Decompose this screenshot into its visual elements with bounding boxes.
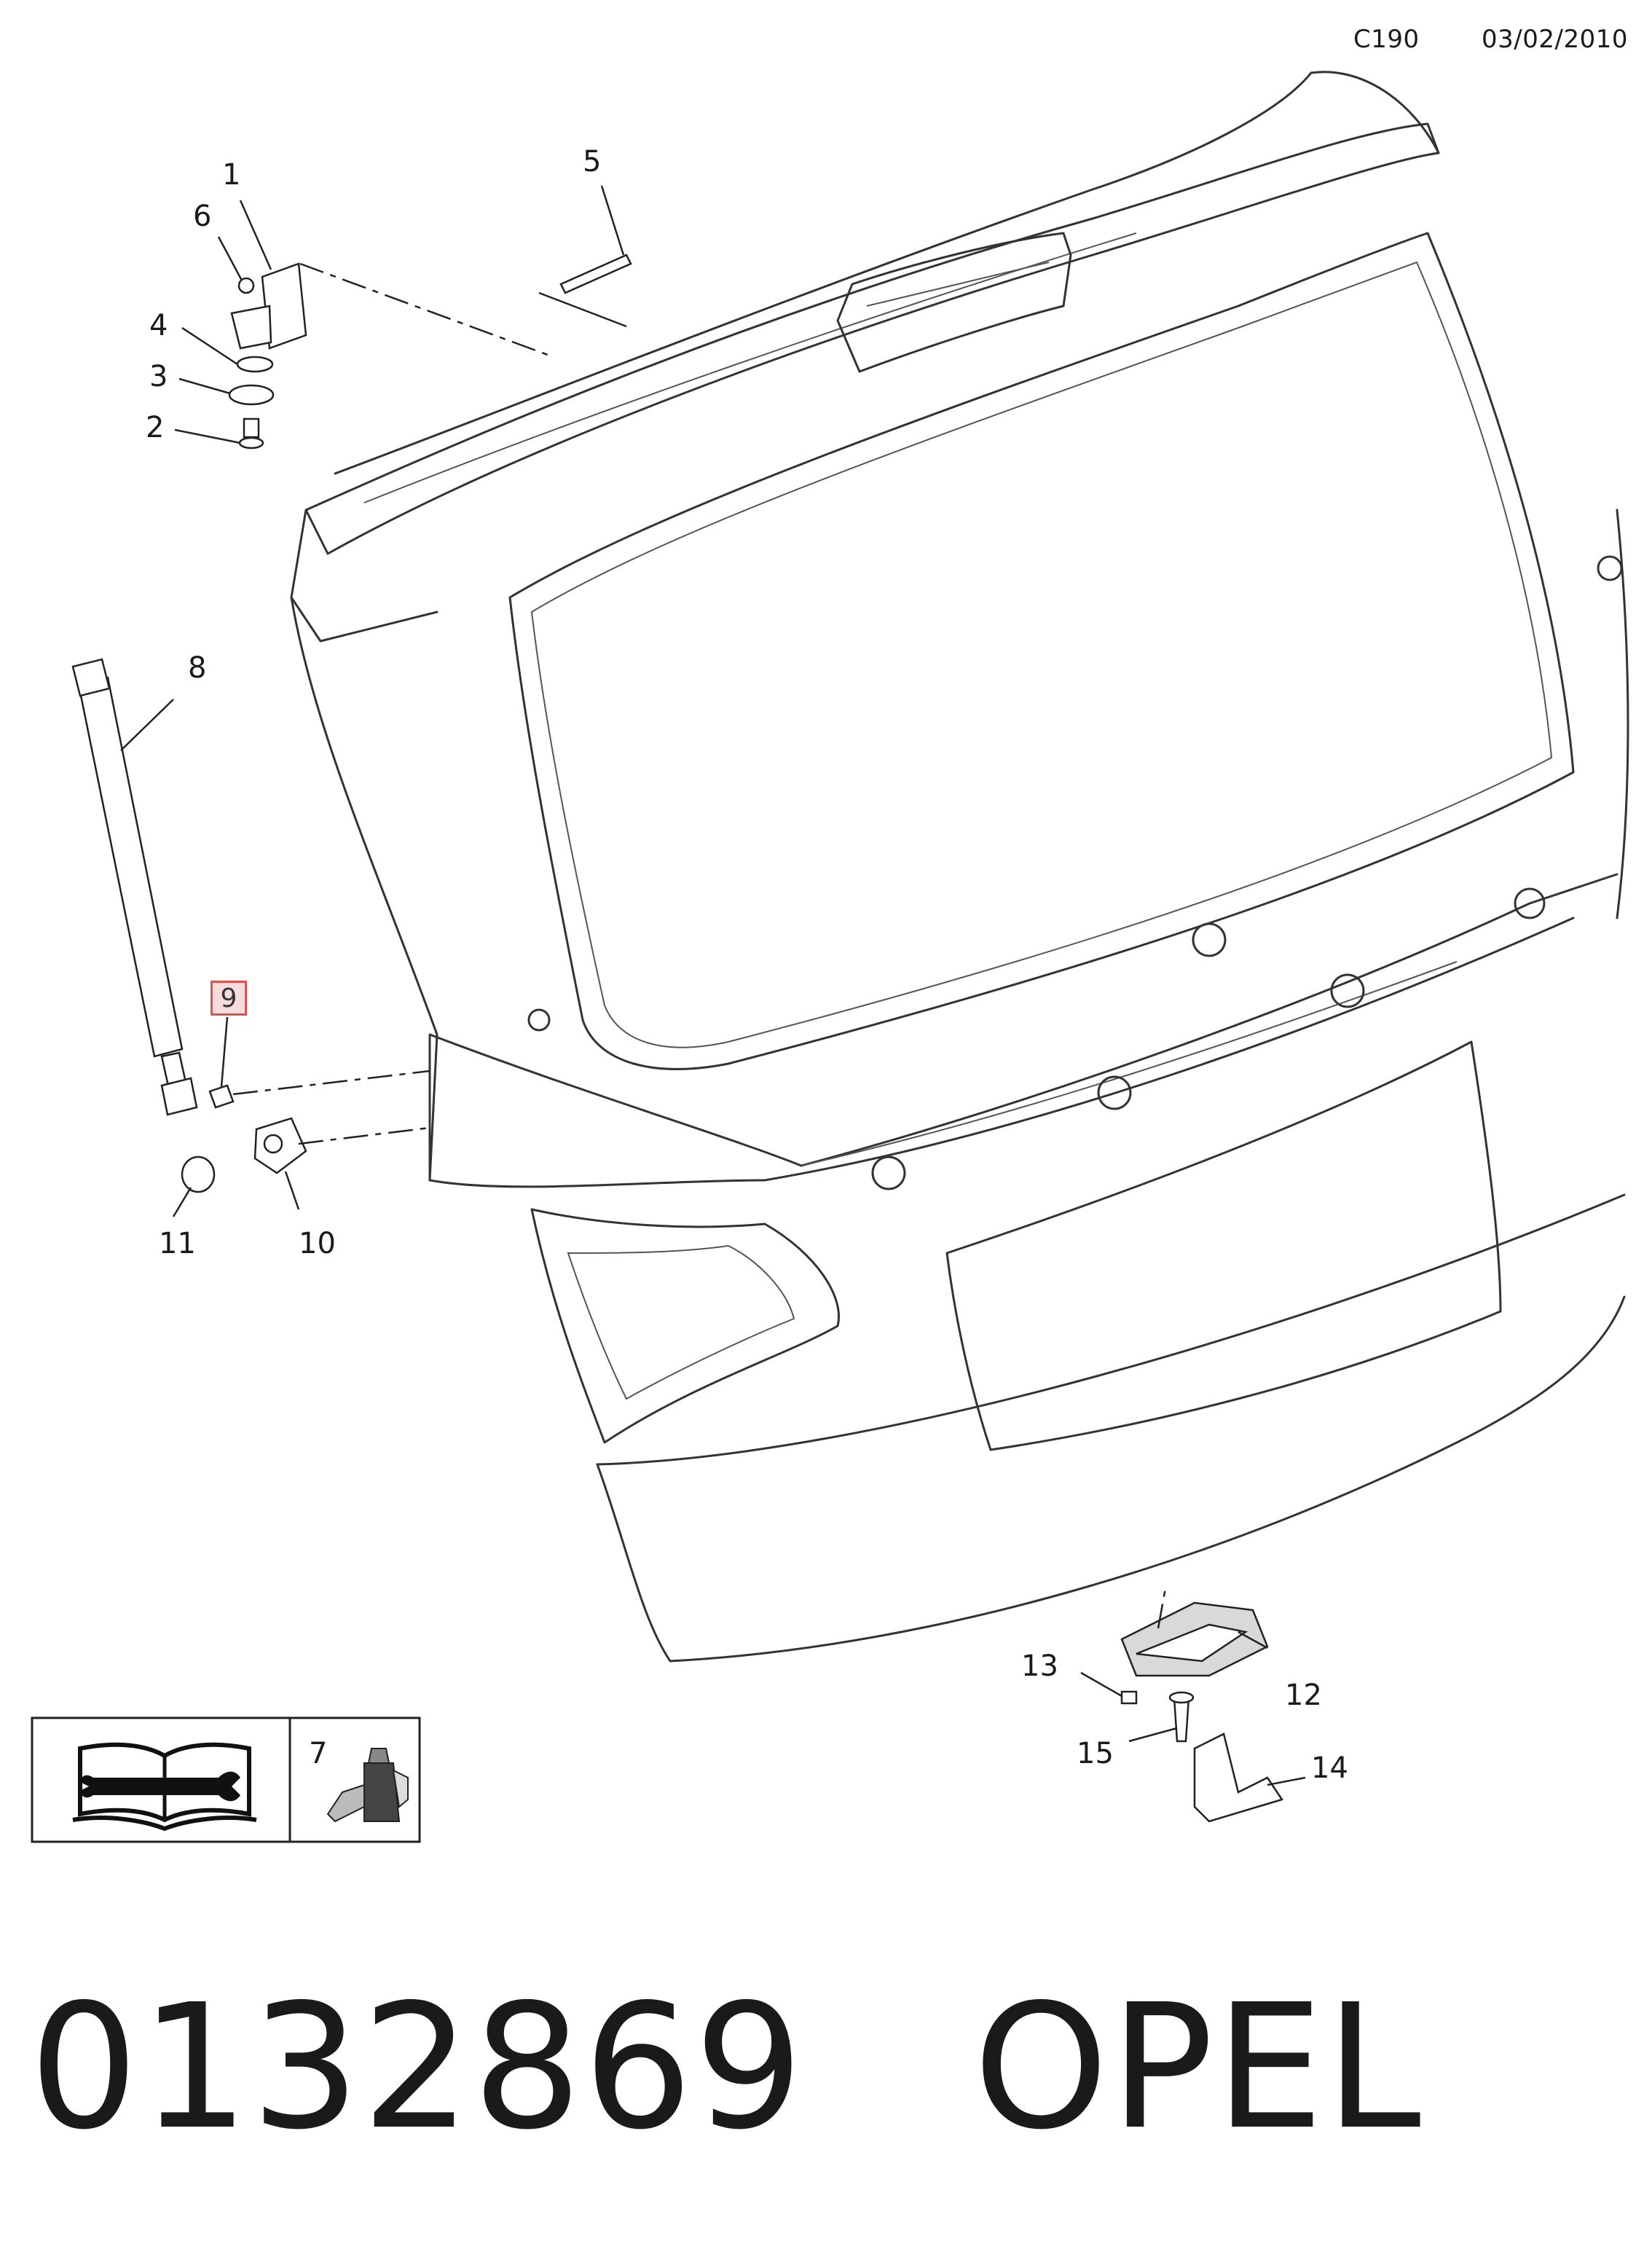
- pin-part-5: [559, 254, 632, 294]
- screw-part-13: [1120, 1690, 1138, 1705]
- callout-15: 15: [1077, 1737, 1114, 1770]
- callout-14: 14: [1311, 1751, 1348, 1785]
- bolt-part-2: [243, 417, 260, 439]
- assembly-lines: [232, 262, 1167, 1629]
- callout-10: 10: [299, 1227, 336, 1260]
- legend-box: 7: [31, 1716, 421, 1843]
- striker-part-14: [1193, 1732, 1283, 1823]
- part-number: 0132869: [29, 1967, 806, 2167]
- lock-assembly: [1120, 1601, 1283, 1823]
- washer-part-3: [228, 384, 275, 406]
- callout-3: 3: [149, 360, 168, 393]
- highlighted-callout-9[interactable]: 9: [211, 981, 247, 1016]
- diagram-date: 03/02/2010: [1482, 25, 1628, 54]
- clip-part-11: [181, 1155, 216, 1193]
- screw-part-15: [1173, 1696, 1190, 1743]
- callout-8: 8: [188, 651, 206, 685]
- wrench-book-icon: [72, 1742, 257, 1832]
- hinge-assembly: [228, 254, 632, 450]
- callout-11: 11: [159, 1227, 196, 1260]
- footer-part-number-brand: 0132869 OPEL: [29, 1967, 1423, 2167]
- callout-2: 2: [146, 411, 164, 444]
- brand-name: OPEL: [973, 1967, 1423, 2167]
- washer-part-4: [236, 356, 274, 373]
- adhesive-bottle-icon: [326, 1748, 409, 1823]
- ball-stud-part-9: [208, 1084, 235, 1109]
- tailgate-body: [290, 71, 1629, 1663]
- callout-labels: 1 2 3 4 5 6 8 10 11 12 13 14 15: [146, 145, 1348, 1785]
- clip-part-6: [237, 277, 255, 294]
- callout-7: 7: [309, 1737, 327, 1770]
- callout-12: 12: [1285, 1679, 1322, 1712]
- callout-13: 13: [1021, 1649, 1058, 1683]
- gas-strut-assembly: [71, 658, 307, 1193]
- leader-lines: [120, 185, 1306, 1786]
- callout-5: 5: [583, 145, 601, 178]
- gas-strut-part-8: [77, 676, 184, 1058]
- callout-4: 4: [149, 309, 168, 342]
- callout-9-label: 9: [220, 984, 237, 1013]
- diagram-code: C190: [1353, 25, 1420, 54]
- callout-6: 6: [193, 200, 211, 233]
- callout-1: 1: [222, 158, 240, 192]
